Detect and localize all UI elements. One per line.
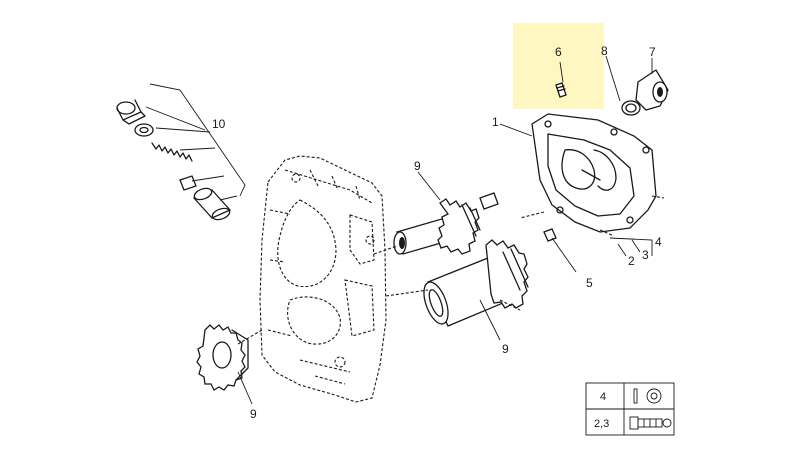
callout-5: 5 <box>586 276 593 290</box>
part-6-plug <box>555 61 567 98</box>
part-5-dowel <box>543 228 577 273</box>
washer-icon <box>633 388 662 404</box>
callout-2: 2 <box>628 254 635 268</box>
part-9-bottom-gear <box>196 324 263 391</box>
callout-1: 1 <box>492 115 499 129</box>
part-7-fitting <box>635 58 669 111</box>
callout-9-bottom: 9 <box>250 407 257 421</box>
callout-7: 7 <box>649 45 656 59</box>
bolt-icon <box>629 416 672 430</box>
callout-9-top: 9 <box>414 159 421 173</box>
leader-lines <box>237 123 653 405</box>
part-6-highlight <box>513 23 604 109</box>
callout-10: 10 <box>212 117 226 131</box>
fastener-legend: 4 2,3 <box>585 382 675 436</box>
callout-6: 6 <box>555 45 562 59</box>
main-housing <box>259 155 387 403</box>
legend-row-2-label: 2,3 <box>594 418 609 430</box>
callout-8: 8 <box>601 44 608 58</box>
part-10-assembly <box>116 83 246 221</box>
part-9-upper-gear-shaft <box>373 192 499 255</box>
part-8-o-ring <box>605 55 641 116</box>
callout-9-middle: 9 <box>502 342 509 356</box>
part-9-middle-gear-sleeve <box>385 239 529 327</box>
callout-3: 3 <box>642 248 649 262</box>
legend-row-1-label: 4 <box>600 391 606 403</box>
callout-4: 4 <box>655 235 662 249</box>
part-1-cover <box>519 113 665 237</box>
